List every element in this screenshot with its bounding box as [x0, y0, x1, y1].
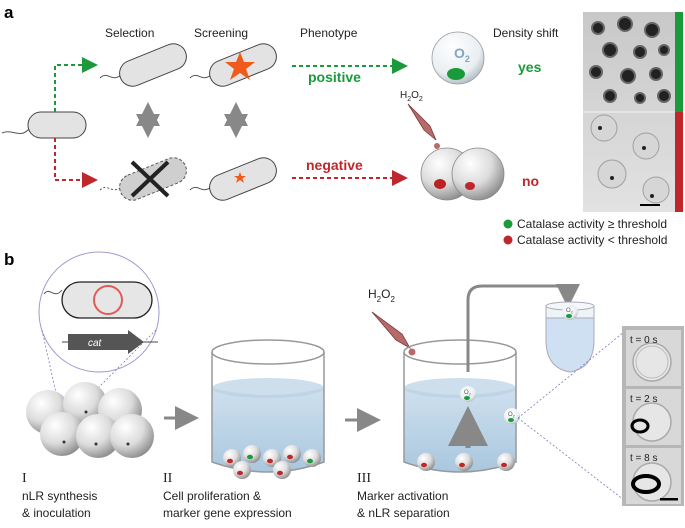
legend-text-above: Catalase activity ≥ threshold: [517, 217, 667, 231]
legend: Catalase activity ≥ threshold Catalase a…: [503, 217, 667, 247]
collection-tube: O2: [545, 301, 595, 373]
bead-cluster: [26, 382, 154, 458]
branch-arrow-positive: [54, 57, 98, 112]
bead-positive: O2: [431, 31, 485, 85]
label-negative: negative: [306, 157, 363, 173]
gene-label: cat: [88, 338, 103, 349]
h2o2-label-b: H2O2: [368, 287, 395, 304]
step-3-line2: & nLR separation: [357, 506, 450, 520]
legend-dot-red: [503, 235, 513, 245]
pipette-icon-b: [371, 311, 416, 356]
label-yes: yes: [518, 59, 542, 75]
connector-top: [517, 331, 625, 419]
cross-icon: [130, 160, 170, 198]
step-3-roman: III: [357, 471, 371, 486]
step-2-line1: Cell proliferation &: [163, 489, 261, 503]
o2-label-b1: O2: [464, 390, 472, 397]
time-label-8: t = 8 s: [630, 453, 658, 464]
panel-a-label: a: [4, 3, 14, 22]
legend-dot-green: [503, 219, 513, 229]
step-2-line2: marker gene expression: [163, 506, 292, 520]
step-1-line1: nLR synthesis: [22, 489, 97, 503]
header-phenotype: Phenotype: [300, 26, 358, 40]
scale-bar-a: [640, 204, 660, 206]
step-1-line2: & inoculation: [22, 506, 91, 520]
o2-label-tube: O2: [566, 308, 574, 315]
connector-bottom: [517, 417, 625, 501]
beaker-separation: O2 O2: [403, 339, 520, 473]
label-positive: positive: [308, 69, 361, 85]
label-no: no: [522, 173, 539, 189]
legend-text-below: Catalase activity < threshold: [517, 233, 667, 247]
o2-label: O2: [454, 45, 470, 64]
time-label-0: t = 0 s: [630, 335, 658, 346]
step-3-line1: Marker activation: [357, 489, 448, 503]
bead-negative: [420, 147, 505, 201]
pipette-icon-a: [407, 103, 440, 149]
cell-zoomed: [61, 281, 153, 319]
branch-arrow-negative: [54, 138, 98, 188]
scale-bar-b: [660, 498, 678, 501]
panel-b-label: b: [4, 250, 14, 269]
h2o2-label-a: H2O2: [400, 90, 423, 103]
beaker-proliferation: [211, 339, 325, 479]
step-1-roman: I: [22, 471, 27, 486]
zoom-inset: cat: [38, 251, 160, 421]
time-label-2: t = 2 s: [630, 394, 658, 405]
header-density-shift: Density shift: [493, 26, 559, 40]
screening-cell-negative: [189, 157, 277, 201]
step-2-roman: II: [163, 471, 173, 486]
screening-cell-positive: [189, 43, 277, 87]
initial-cell: [1, 111, 87, 139]
time-lapse-images: t = 0 s t = 2 s t = 8 s: [622, 326, 684, 506]
gene-arrow-icon: [68, 330, 144, 354]
header-selection: Selection: [105, 26, 154, 40]
micrograph-density-shift: [583, 12, 683, 212]
plasmid-icon: [93, 285, 123, 315]
header-screening: Screening: [194, 26, 248, 40]
star-icon-small: [234, 172, 246, 183]
selection-cell-positive: [99, 43, 187, 87]
selection-cell-dead: [99, 157, 187, 201]
star-icon-large: [225, 52, 255, 80]
arrow-transfer: [466, 284, 580, 372]
o2-label-b2: O2: [508, 412, 516, 419]
